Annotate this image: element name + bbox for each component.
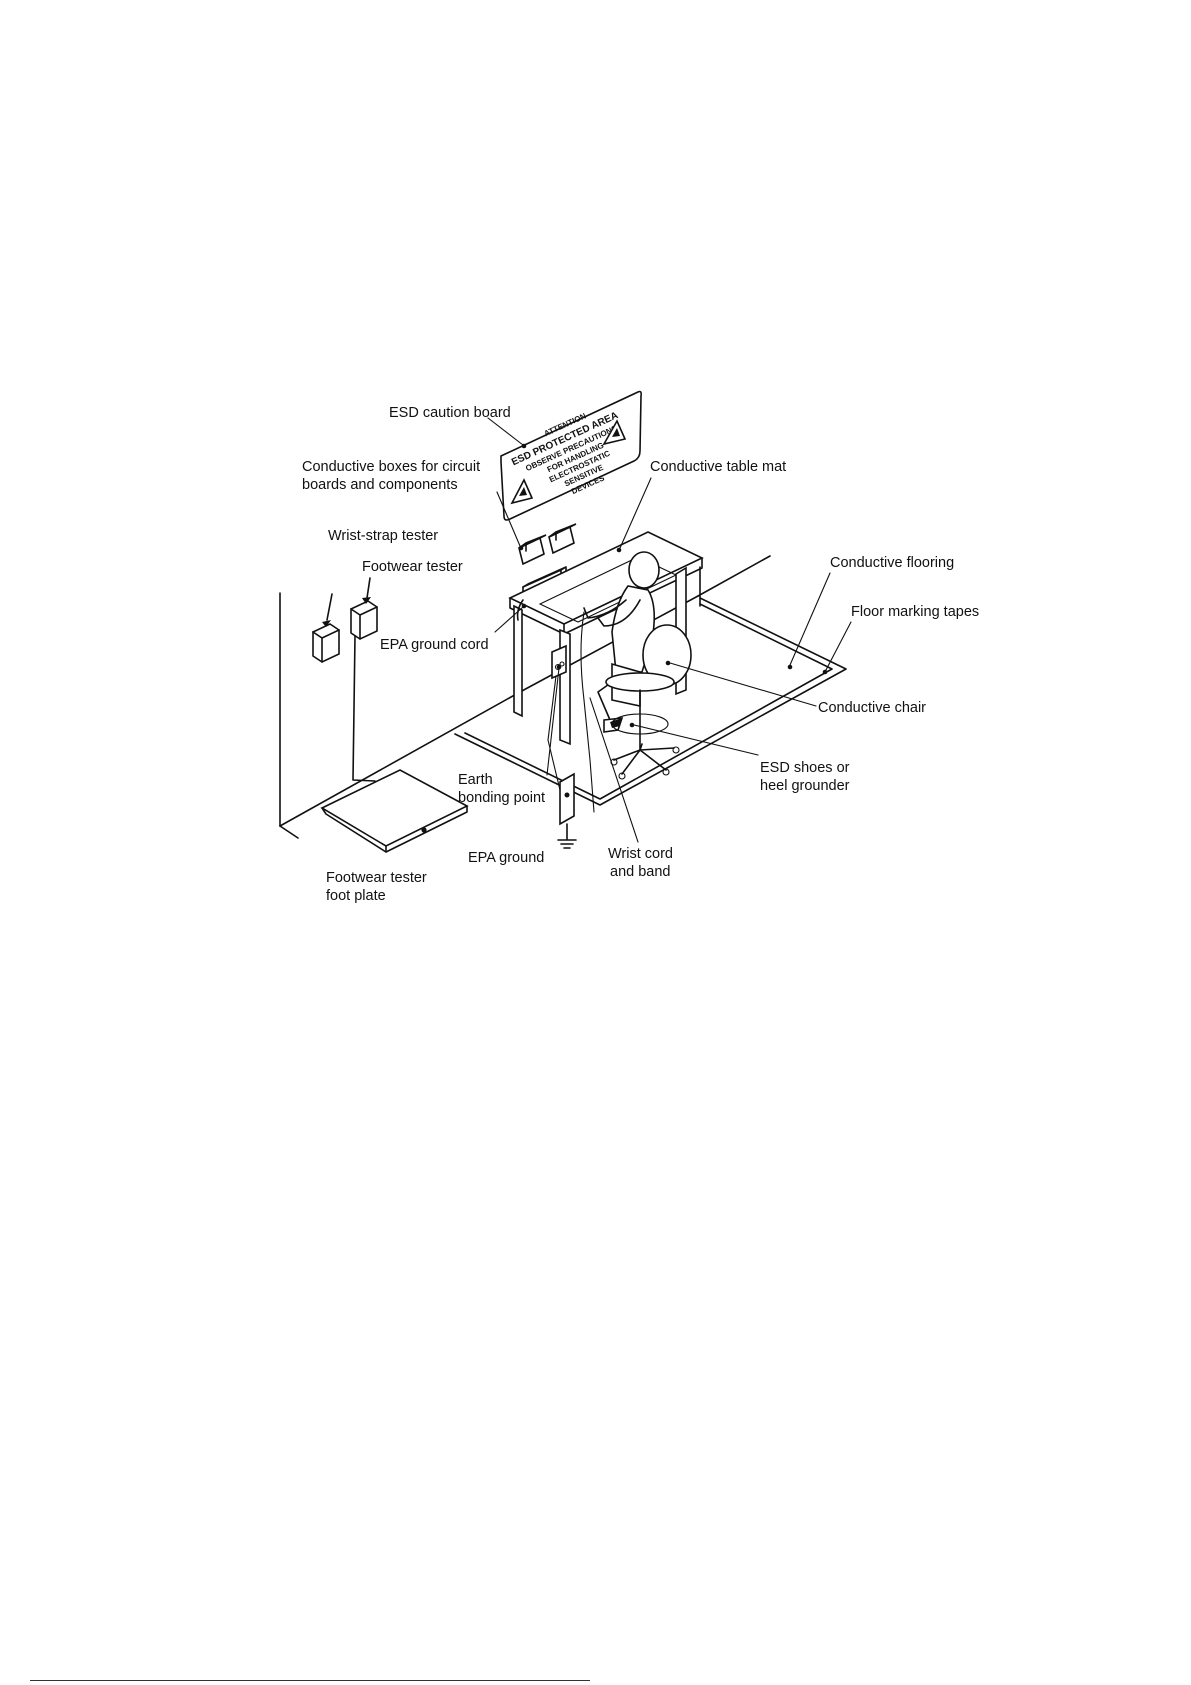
label-earth-bonding-line1: Earth xyxy=(458,772,493,788)
conductive-chair xyxy=(605,624,692,780)
footer-rule xyxy=(30,1680,590,1681)
label-epa-ground: EPA ground xyxy=(468,850,544,866)
label-conductive-flooring: Conductive flooring xyxy=(830,555,954,571)
label-wrist-cord-line2: and band xyxy=(610,864,670,880)
label-footwear-tester: Footwear tester xyxy=(362,559,463,575)
label-earth-bonding-line2: bonding point xyxy=(458,790,545,806)
footwear-tester-foot-plate xyxy=(320,769,469,853)
label-wrist-strap-tester: Wrist-strap tester xyxy=(328,528,438,544)
label-epa-ground-cord: EPA ground cord xyxy=(380,637,489,653)
footwear-tester xyxy=(350,577,378,782)
label-esd-shoes-line1: ESD shoes or xyxy=(760,760,850,776)
wrist-strap-tester xyxy=(312,593,340,663)
label-floor-marking-tapes: Floor marking tapes xyxy=(851,604,979,620)
esd-caution-board: ATTENTION ESD PROTECTED AREA OBSERVE PRE… xyxy=(500,390,642,521)
label-conductive-boxes-line2: boards and components xyxy=(302,477,458,493)
conductive-flooring xyxy=(454,597,847,806)
diagram-labels: ESD caution board Conductive boxes for c… xyxy=(302,405,979,904)
label-conductive-table-mat: Conductive table mat xyxy=(650,459,786,475)
label-conductive-chair: Conductive chair xyxy=(818,700,926,716)
leader-lines xyxy=(487,417,852,843)
label-esd-caution-board: ESD caution board xyxy=(389,405,511,421)
label-footwear-plate-line2: foot plate xyxy=(326,888,386,904)
epa-ground-box xyxy=(557,772,577,849)
label-conductive-boxes-line1: Conductive boxes for circuit xyxy=(302,459,480,475)
label-esd-shoes-line2: heel grounder xyxy=(760,778,850,794)
label-wrist-cord-line1: Wrist cord xyxy=(608,846,673,862)
room-outline xyxy=(279,555,771,839)
label-footwear-plate-line1: Footwear tester xyxy=(326,870,427,886)
conductive-boxes xyxy=(518,523,577,566)
cords xyxy=(516,599,595,813)
earth-bonding-point-box xyxy=(551,644,567,680)
